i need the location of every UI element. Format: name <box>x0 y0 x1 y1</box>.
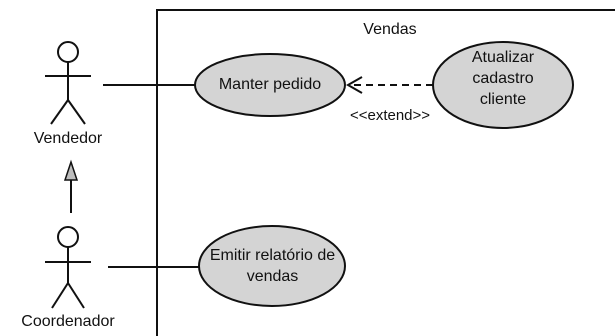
generalization-arrowhead <box>63 159 79 181</box>
actor-vendedor-figure <box>45 41 91 125</box>
use-case-manter-pedido-shape <box>194 53 346 117</box>
actor-coordenador-name: Coordenador <box>21 313 115 330</box>
system-name: Vendas <box>363 21 417 38</box>
use-case-manter-pedido-label: Manter pedido <box>218 76 322 93</box>
use-case-emitir-relatorio-shape <box>198 225 346 307</box>
actor-vendedor-name: Vendedor <box>33 130 103 147</box>
use-case-atualizar-cadastro-label: Atualizar cadastro cliente <box>471 49 535 108</box>
use-case-emitir-relatorio-label: Emitir relatório de vendas <box>209 247 336 285</box>
extend-arrowhead <box>345 76 363 94</box>
system-boundary <box>156 9 615 336</box>
extend-stereotype-label: <<extend>> <box>349 107 431 124</box>
actor-coordenador-figure <box>45 226 91 309</box>
